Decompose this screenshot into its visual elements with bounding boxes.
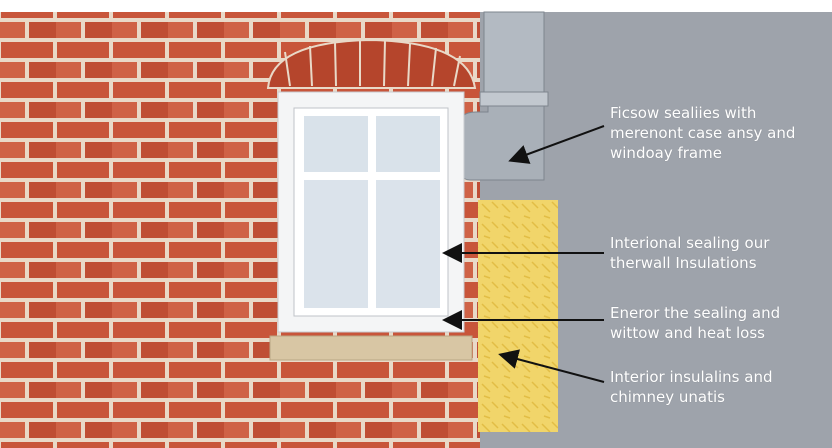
callout-label-window-frame: Ficsow sealiies with merenont case ansy … [610,103,795,163]
window [277,91,465,333]
insulation [478,200,558,432]
label-line: Ficsow sealiies with [610,104,757,122]
label-line: Interior insulalins and [610,368,773,386]
label-line: merenont case ansy and [610,124,796,142]
brick-arch [266,38,477,89]
label-line: Eneror the sealing and [610,304,781,322]
callout-label-interior-insulation: Interior insulalins and chimney unatis [610,367,773,407]
callout-label-heat-loss: Eneror the sealing and wittow and heat l… [610,303,780,343]
callout-arrows [442,125,605,383]
label-line: therwall Insulations [610,254,757,272]
label-line: windoay frame [610,144,722,162]
callout-label-wall-insulation: Interional sealing our therwall Insulati… [610,233,769,273]
label-line: Interional sealing our [610,234,770,252]
downpipe [457,11,549,181]
label-line: chimney unatis [610,388,725,406]
label-line: wittow and heat loss [610,324,765,342]
window-sill [269,335,473,361]
